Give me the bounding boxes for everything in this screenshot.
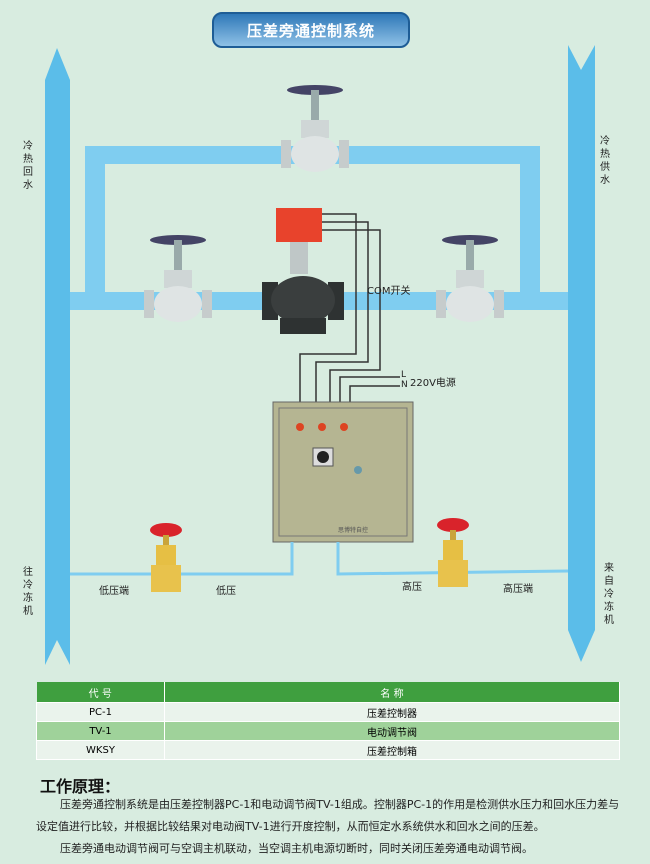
gate-valve-high [437,518,469,587]
header-name: 名 称 [164,682,620,703]
label-high-end: 高压端 [503,584,533,595]
principle-paragraph-1: 压差旁通控制系统是由压差控制器PC-1和电动调节阀TV-1组成。控制器PC-1的… [36,798,620,833]
globe-valve-right [436,235,504,322]
low-pressure-line [70,542,294,576]
label-supply-water: 冷热供水 [600,136,610,186]
label-high: 高压 [402,582,422,593]
label-return-water: 冷热回水 [23,141,33,191]
electric-control-valve [262,208,344,334]
label-com-switch: COM开关 [367,286,411,297]
row-code: WKSY [36,740,165,760]
diagram-title: 压差旁通控制系统 [212,12,410,48]
row-code: TV-1 [36,721,165,741]
gate-valve-low [150,523,182,592]
label-n: N [401,380,408,390]
row-name: 压差控制器 [164,702,620,722]
right-riser-pipe [520,146,540,306]
piping-diagram [45,45,595,665]
label-power: 220V电源 [410,378,456,389]
high-pressure-line [336,542,569,576]
label-from-chiller: 来自冷冻机 [604,563,614,626]
principle-heading: 工作原理： [40,777,121,796]
row-code: PC-1 [36,702,165,722]
globe-valve-top [281,85,349,172]
principle-paragraph-2: 压差旁通电动调节阀可与空调主机联动，当空调主机电源切断时，同时关闭压差旁通电动调… [60,842,533,855]
row-name: 电动调节阀 [164,721,620,741]
supply-water-pipe [568,45,595,662]
label-to-chiller: 往冷冻机 [23,567,33,617]
row-name: 压差控制箱 [164,740,620,760]
globe-valve-left [144,235,212,322]
label-low-end: 低压端 [99,586,129,597]
control-box [272,401,414,543]
header-code: 代 号 [36,682,165,703]
label-l: L [401,370,407,380]
left-riser-pipe [85,146,105,306]
return-water-pipe [45,48,70,665]
box-brand: 思博特自控 [338,527,369,534]
label-low: 低压 [216,586,236,597]
control-wires [299,213,400,402]
